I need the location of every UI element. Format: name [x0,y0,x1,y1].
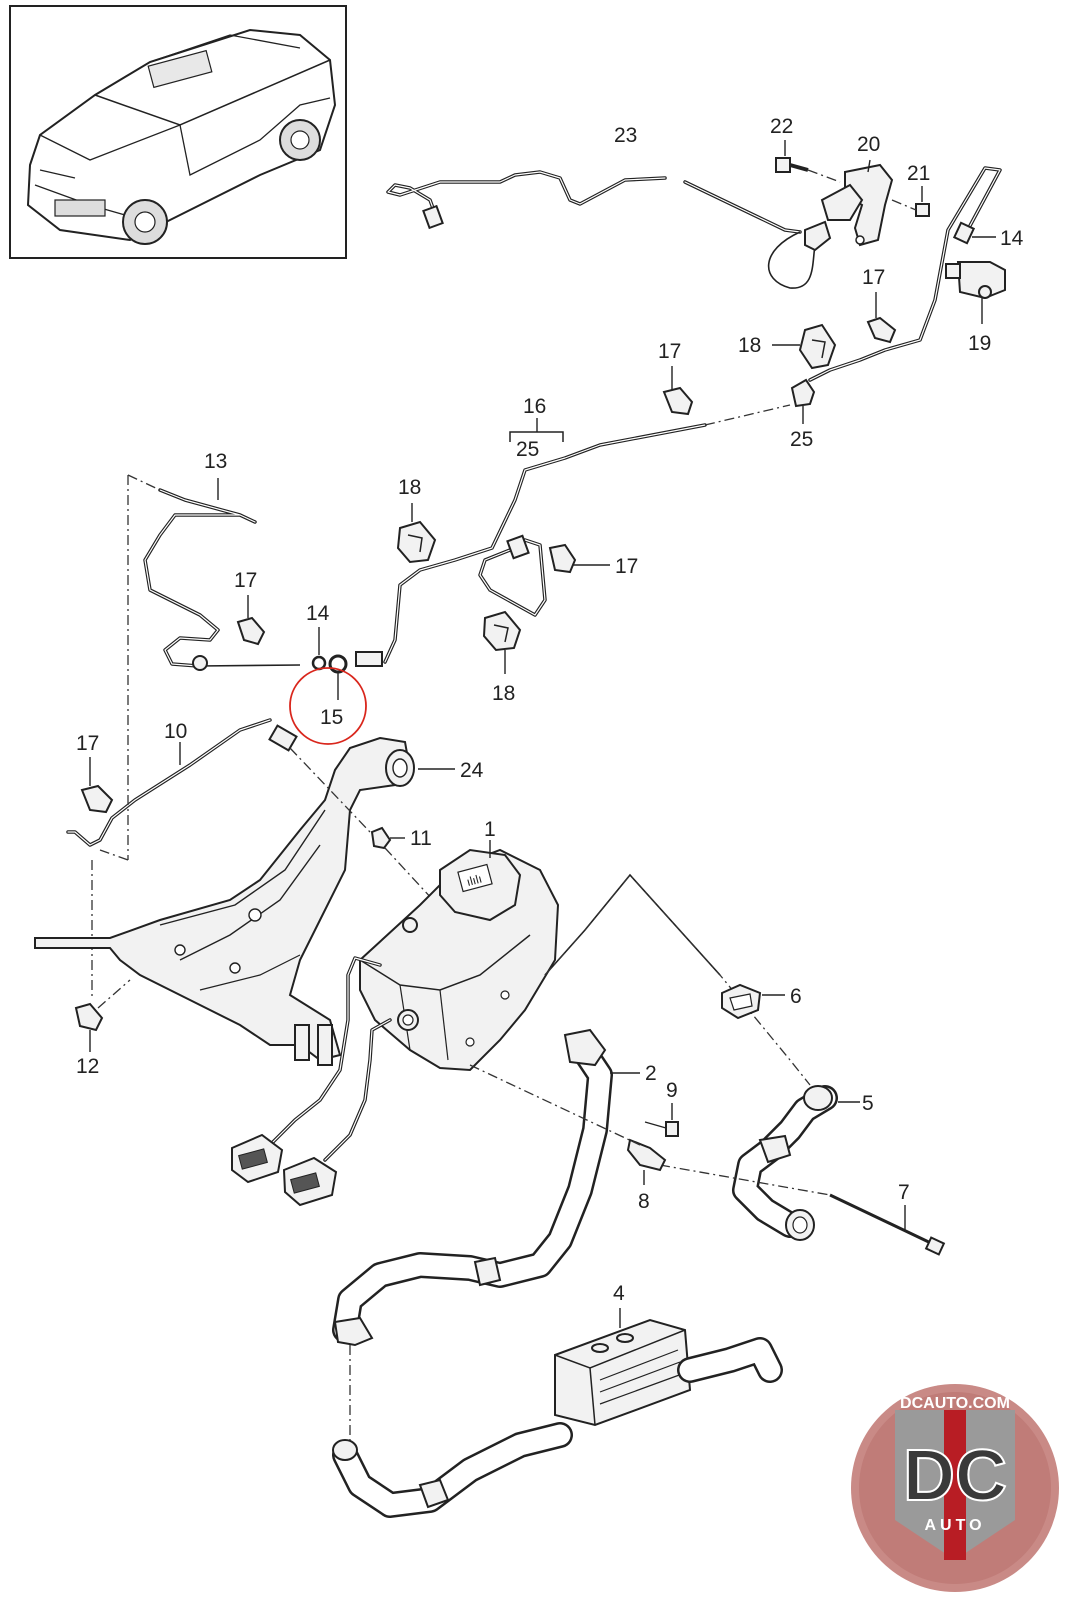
clip-17-left-upper [236,595,266,646]
fuel-line-13 [127,474,301,671]
wiring-harness [231,956,392,1207]
callout-8: 8 [638,1190,650,1213]
callout-21: 21 [907,162,930,185]
electrical-connector-left-icon [231,1133,284,1184]
callout-12: 12 [76,1055,99,1078]
callout-22: 22 [770,115,793,138]
callout-17-left-lower: 17 [76,732,99,755]
tie-strap-7 [659,1164,946,1256]
o-ring-15 [328,654,348,700]
coolant-hose-2 [332,1028,640,1440]
clip-18-top [772,323,837,370]
fuel-line-right [808,166,1002,382]
callout-15: 15 [320,706,343,729]
callout-16: 16 [523,395,546,418]
callout-10: 10 [164,720,187,743]
callout-19: 19 [968,332,991,355]
bracket-16-25 [509,418,564,442]
callout-17-left-upper: 17 [234,569,257,592]
fuel-line-16 [355,404,791,667]
valve-19 [945,261,1006,324]
dcauto-watermark-logo: DCAUTO.COM DC AUTO [851,1384,1059,1592]
clip-17-left-lower [80,757,114,814]
watermark-word: AUTO [924,1517,985,1534]
callout-1: 1 [484,818,496,841]
electrical-connector-right-icon [282,1156,338,1207]
callout-6: 6 [790,985,802,1008]
callout-17-mid-right: 17 [615,555,638,578]
mount-bracket-24 [34,736,455,1066]
callout-4: 4 [613,1282,625,1305]
coolant-hose-5 [732,1085,860,1241]
watermark-site: DCAUTO.COM [900,1395,1010,1412]
callout-17-top-right: 17 [862,266,885,289]
bolt-9 [644,1103,679,1137]
callout-14-right: 14 [1000,227,1024,250]
nut-21 [891,186,930,217]
bracket-8 [469,1064,667,1185]
clip-12 [74,860,131,1052]
fuel-line-23 [386,170,816,289]
callout-labels: 1 2 4 5 6 7 8 9 10 11 12 13 14 14 15 16 … [76,115,1024,1305]
callout-7: 7 [898,1181,910,1204]
fuel-line-10 [66,475,298,861]
clip-17-top-right [866,292,897,344]
callout-23: 23 [614,124,637,147]
bolt-22 [775,140,841,183]
callout-13: 13 [204,450,227,473]
callout-17-mid: 17 [658,340,681,363]
auxiliary-heater-1: ılılı [359,840,811,1086]
connector-25-right [790,378,816,424]
part-15-highlight-circle [289,667,367,745]
callout-14-mid: 14 [306,602,330,625]
callout-18-top: 18 [738,334,761,357]
clip-17-mid-right [548,543,610,574]
callout-25-bracket: 25 [516,438,539,461]
callout-9: 9 [666,1079,678,1102]
callout-24: 24 [460,759,484,782]
seal-14-mid [311,627,327,671]
clip-17-mid [662,366,694,416]
callout-2: 2 [645,1062,657,1085]
watermark-letters: DC [903,1436,1007,1516]
svg-text:ılılı: ılılı [465,872,483,889]
vehicle-inset [9,5,347,259]
suv-outline-icon [26,28,337,245]
exhaust-silencer-4 [332,1308,783,1518]
callout-11: 11 [410,827,432,850]
bracket-20 [804,159,894,252]
callout-18-mid-lower: 18 [492,682,515,705]
callout-20: 20 [857,133,880,156]
clip-18-mid-upper [396,503,437,564]
callout-25-right: 25 [790,428,813,451]
clamp-6 [721,983,785,1020]
callout-18-mid-upper: 18 [398,476,421,499]
callout-5: 5 [862,1092,874,1115]
clip-18-mid-lower [482,610,522,674]
